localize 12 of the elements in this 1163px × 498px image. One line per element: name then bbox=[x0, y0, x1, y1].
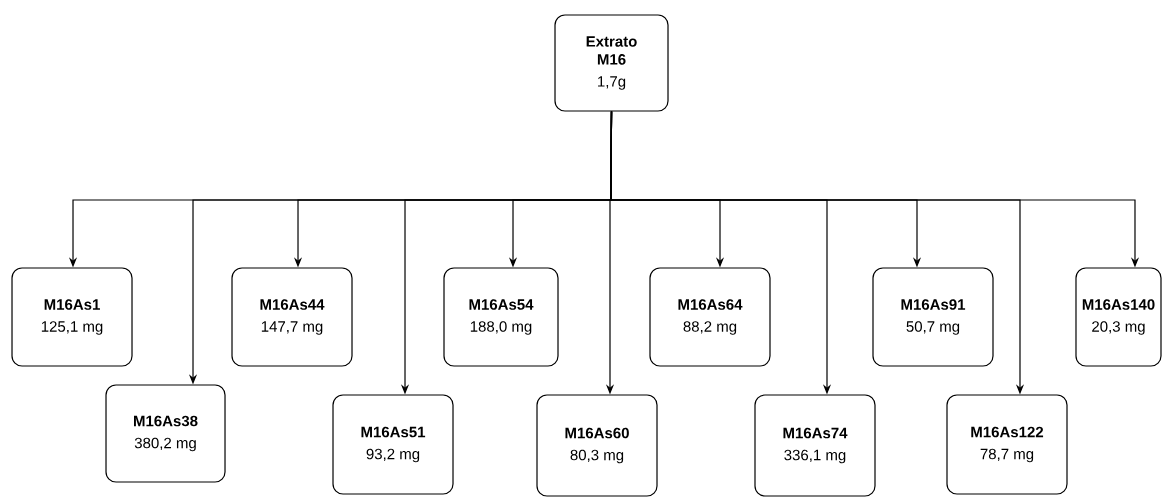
source-box: Extrato M16 1,7g bbox=[554, 14, 669, 112]
fraction-box: M16As74 336,1 mg bbox=[754, 394, 876, 497]
fraction-box: M16As1 125,1 mg bbox=[11, 267, 133, 367]
fraction-box: M16As140 20,3 mg bbox=[1075, 267, 1162, 367]
fraction-box: M16As54 188,0 mg bbox=[443, 267, 559, 367]
fraction-box: M16As60 80,3 mg bbox=[536, 394, 658, 497]
fraction-box: M16As64 88,2 mg bbox=[649, 267, 771, 367]
fraction-box: M16As51 93,2 mg bbox=[332, 394, 454, 495]
fraction-box: M16As91 50,7 mg bbox=[872, 267, 994, 367]
fraction-box: M16As44 147,7 mg bbox=[231, 267, 353, 367]
fraction-box: M16As122 78,7 mg bbox=[946, 394, 1068, 495]
fraction-box: M16As38 380,2 mg bbox=[105, 384, 226, 483]
